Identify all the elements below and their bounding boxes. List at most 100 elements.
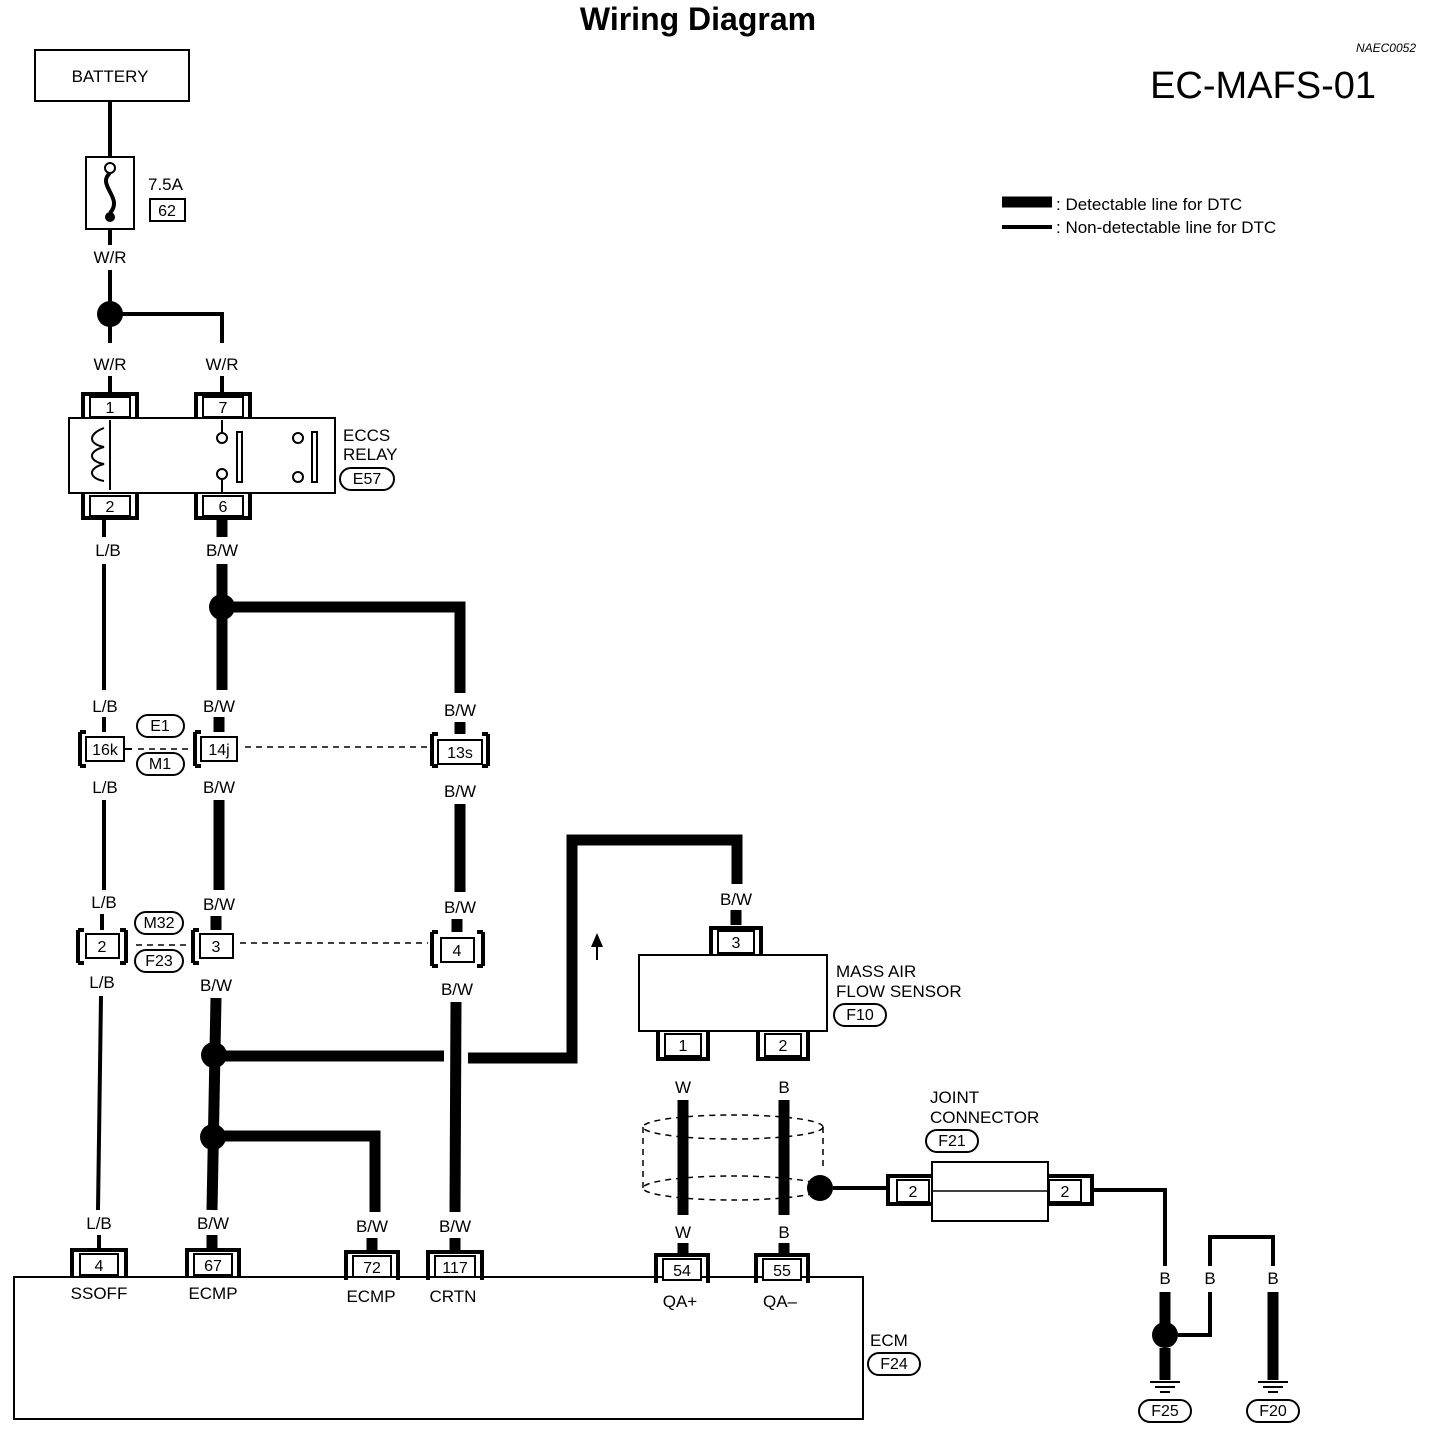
wire-label-bw-6: B/W: [203, 895, 235, 914]
wire-bw-branch-13s: [222, 601, 466, 693]
pin-box-2: [85, 933, 120, 959]
wire-label-lb-2: L/B: [92, 697, 118, 716]
wire-label-bw-9: B/W: [441, 980, 473, 999]
mass-air-flow-sensor: B/W 3 1 2 MASS AIR FLOW SENSOR F10: [638, 890, 962, 1061]
wire-label-wr-2: W/R: [93, 355, 126, 374]
maf-pin-box-3: [717, 930, 755, 954]
page-title: Wiring Diagram: [580, 1, 816, 37]
legend-non-detectable: : Non-detectable line for DTC: [1056, 218, 1276, 237]
ecm-terminal-ecmp-67: ECMP: [188, 1284, 237, 1303]
battery-label: BATTERY: [72, 67, 149, 86]
relay-switch-arm-right: [311, 431, 318, 483]
pin-3: 3: [212, 939, 221, 956]
maf-label-line1: MASS AIR: [836, 962, 916, 981]
joint-connector-pill: [925, 1129, 979, 1153]
ecm-terminal-ecmp-72: ECMP: [346, 1287, 395, 1306]
joint-connector-code: F21: [938, 1133, 966, 1150]
ecm-label: ECM: [870, 1331, 908, 1350]
wire-label-wr-1: W/R: [93, 248, 126, 267]
conn-3-bracket: [191, 928, 199, 965]
wire-label-bw-ecm-67: B/W: [197, 1214, 229, 1233]
ecm-pin-55: 55: [773, 1263, 791, 1280]
maf-pin-2: 2: [779, 1038, 788, 1055]
joint-label-line2: CONNECTOR: [930, 1108, 1039, 1127]
connector-pill-f23: [134, 949, 184, 973]
pin-16k: 16k: [92, 742, 119, 759]
connector-pill-m32: [134, 911, 184, 935]
relay-connector-code: E57: [353, 471, 382, 488]
ecm-pin-box-67: [193, 1253, 233, 1276]
wire-label-bw-7: B/W: [444, 898, 476, 917]
wire-label-bw-1: B/W: [206, 541, 238, 560]
fuse-number: 62: [158, 203, 176, 220]
pin-4: 4: [453, 943, 462, 960]
ecm-pin-box-72: [352, 1255, 392, 1278]
ecm-pin-117: 117: [442, 1260, 468, 1277]
wire-label-bw-ecm-117: B/W: [439, 1217, 471, 1236]
relay-contact-top-left: [216, 432, 228, 444]
wire-label-w-1: W: [675, 1078, 691, 1097]
pin-2: 2: [98, 939, 107, 956]
ecm-connector-54: [654, 1253, 710, 1283]
ground-code-f20: F20: [1259, 1403, 1287, 1420]
maf-label-line2: FLOW SENSOR: [836, 982, 962, 1001]
pin-box-14j: [200, 736, 238, 762]
relay-pin-2: 2: [106, 499, 115, 516]
relay-pin-7: 7: [219, 400, 228, 417]
conn-13s-bracket: [430, 732, 490, 768]
wire-label-bw-5: B/W: [444, 782, 476, 801]
ecm-pin-72: 72: [363, 1260, 381, 1277]
relay-contact-bottom-left: [216, 468, 228, 480]
ecm-terminal-qa-plus: QA+: [663, 1292, 698, 1311]
shield-drain-splice: [807, 1175, 833, 1201]
maf-connector-bottom-right: [756, 1031, 810, 1061]
relay-contact-bottom-right: [292, 471, 304, 483]
maf-pin-3: 3: [732, 935, 741, 952]
fuse-terminal-top: [104, 162, 116, 174]
fuse-terminal-bottom: [105, 212, 115, 222]
conn-14j-bracket: [193, 730, 201, 768]
wire-label-w-2: W: [675, 1223, 691, 1242]
ecm-pin-box-4: [79, 1253, 119, 1276]
ecm-terminal-qa-minus: QA–: [763, 1292, 798, 1311]
relay-connector-bottom-left: [81, 493, 139, 520]
wire-wr-branch: [110, 312, 224, 343]
wire-bw-to-ecm-117: [449, 1001, 462, 1213]
fuse-element-icon: [104, 171, 117, 215]
maf-pin-1: 1: [679, 1038, 688, 1055]
wire-label-b-4: B: [1204, 1269, 1215, 1288]
wire-label-bw-8: B/W: [200, 976, 232, 995]
connector-pill-e1: [136, 714, 185, 738]
ecm: L/B B/W B/W B/W 4 67 72 117 54 55 SSOFF …: [13, 1214, 921, 1420]
relay-pin-6: 6: [219, 499, 228, 516]
joint-connector-left: [886, 1174, 932, 1206]
wire-joint-to-ground: [1092, 1188, 1167, 1266]
relay-coil-icon: [91, 427, 105, 482]
ecm-connector-72: [344, 1250, 400, 1280]
relay-connector-pill: [339, 467, 395, 491]
ecm-pin-box-55: [762, 1258, 802, 1281]
shield-bottom: [642, 1175, 824, 1201]
relay-pin-box-2: [89, 495, 131, 517]
joint-pin-box-right: [1048, 1179, 1082, 1203]
connector-code-e1: E1: [150, 718, 170, 735]
eccs-relay: 1 7 2 6 ECCS RELAY E57: [68, 392, 398, 520]
connector-code-f23: F23: [145, 953, 173, 970]
relay-connector-top-right: [194, 392, 252, 418]
relay-connector-top-left: [81, 392, 139, 418]
wire-label-lb-3: L/B: [92, 778, 118, 797]
relay-pin-1: 1: [106, 400, 115, 417]
wire-label-bw-ecm-72: B/W: [356, 1217, 388, 1236]
ground-pill-f20: [1246, 1399, 1300, 1423]
relay-pin-box-7: [202, 396, 244, 418]
joint-pin-left: 2: [909, 1184, 918, 1201]
ecm-connector-117: [426, 1250, 484, 1280]
maf-body: [638, 954, 828, 1032]
wire-label-lb-1: L/B: [95, 541, 121, 560]
relay-label-line1: ECCS: [343, 426, 390, 445]
ecm-connector-pill: [867, 1352, 921, 1376]
connector-pill-m1: [136, 752, 185, 776]
wire-bw-to-ecm-67: [206, 997, 222, 1211]
relay-connector-bottom-right: [194, 493, 252, 520]
ecm-terminal-crtn: CRTN: [430, 1287, 477, 1306]
